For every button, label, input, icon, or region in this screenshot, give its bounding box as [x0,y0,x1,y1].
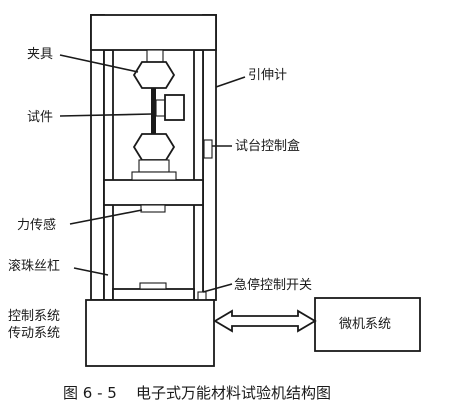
base-cabinet [85,299,215,367]
load-sensor-leader [69,209,143,225]
figure-number: 图 6 - 5 [63,384,117,402]
right-inner-column [193,49,204,301]
left-inner-column [103,49,114,301]
figure-title: 电子式万能材料试验机结构图 [136,384,331,402]
microcomputer-box [314,297,421,352]
connection-arrow [213,309,317,333]
lower-clamp-mount [138,159,170,173]
estop-leader [202,283,233,293]
extensometer-body [164,94,185,121]
extensometer-leader [215,76,246,88]
ball-screw-leader [73,267,109,276]
clamp-label: 夹具 [27,47,53,62]
load-sensor-block [140,204,166,213]
specimen-label: 试件 [27,110,53,125]
left-outer-column [90,14,105,301]
specimen-rod [151,88,156,134]
lower-plate-block [139,282,167,290]
test-control-box-label: 试台控制盒 [235,138,300,154]
ball-screw-label: 滚珠丝杠 [8,258,60,274]
upper-clamp [132,61,176,89]
emergency-stop-button [197,291,207,301]
lower-clamp-base [131,171,177,181]
top-beam [90,14,217,51]
emergency-stop-label: 急停控制开关 [234,277,312,293]
test-control-box [203,139,213,159]
machine-frame [90,14,217,301]
lower-cross-plate [112,288,195,301]
extensometer-label: 引伸计 [248,68,287,83]
clamp-leader [59,54,139,73]
extensometer-arm [155,99,166,117]
leader-lines [59,54,246,293]
control-system-label: 控制系统 [8,309,60,324]
middle-crosshead [103,179,204,206]
clamp-assembly [131,49,185,181]
load-sensor-label: 力传感 [17,217,56,233]
specimen-leader [59,113,153,117]
labels: 夹具 试件 引伸计 试台控制盒 力传感 滚珠丝杠 急停控制开关 控制系统 传动系… [8,47,391,341]
microcomputer-label: 微机系统 [339,317,391,332]
drive-system-label: 传动系统 [8,326,60,341]
lower-clamp [132,133,176,161]
figure-caption: 图 6 - 5 电子式万能材料试验机结构图 [63,384,331,402]
upper-clamp-mount [146,49,164,63]
